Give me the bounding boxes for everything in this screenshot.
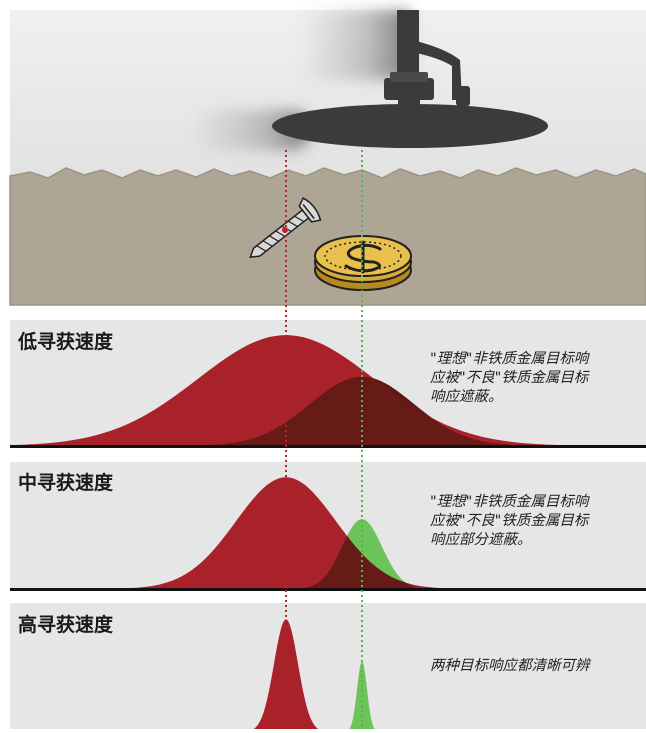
panel-medium-note: "理想"非铁质金属目标响 应被"不良"铁质金属目标 响应部分遮蔽。 (430, 493, 635, 550)
panel-high-title: 高寻获速度 (18, 614, 114, 636)
note-line: 应被"不良"铁质金属目标 (430, 370, 589, 386)
soil-ground (9, 167, 646, 306)
panel-high-background (10, 603, 646, 729)
note-line: "理想"非铁质金属目标响 (430, 494, 589, 510)
note-line: 响应部分遮蔽。 (430, 532, 532, 548)
note-line: 两种目标响应都清晰可辨 (430, 658, 590, 674)
note-line: "理想"非铁质金属目标响 (430, 351, 589, 367)
panel-high-note: 两种目标响应都清晰可辨 (430, 657, 635, 676)
scene-illustration (9, 10, 646, 306)
panel-low-note: "理想"非铁质金属目标响 应被"不良"铁质金属目标 响应遮蔽。 (430, 350, 635, 407)
note-line: 应被"不良"铁质金属目标 (430, 513, 589, 529)
panel-low-title: 低寻获速度 (18, 331, 114, 353)
note-line: 响应遮蔽。 (430, 389, 503, 405)
panel-divider-low (10, 445, 646, 448)
screw-icon (249, 196, 322, 258)
panel-divider-medium (10, 588, 646, 591)
panel-medium-title: 中寻获速度 (18, 472, 114, 494)
ferrous-response-curve (253, 619, 319, 729)
metal-detector-coil-icon (272, 10, 548, 148)
gold-coin-icon (314, 235, 412, 291)
